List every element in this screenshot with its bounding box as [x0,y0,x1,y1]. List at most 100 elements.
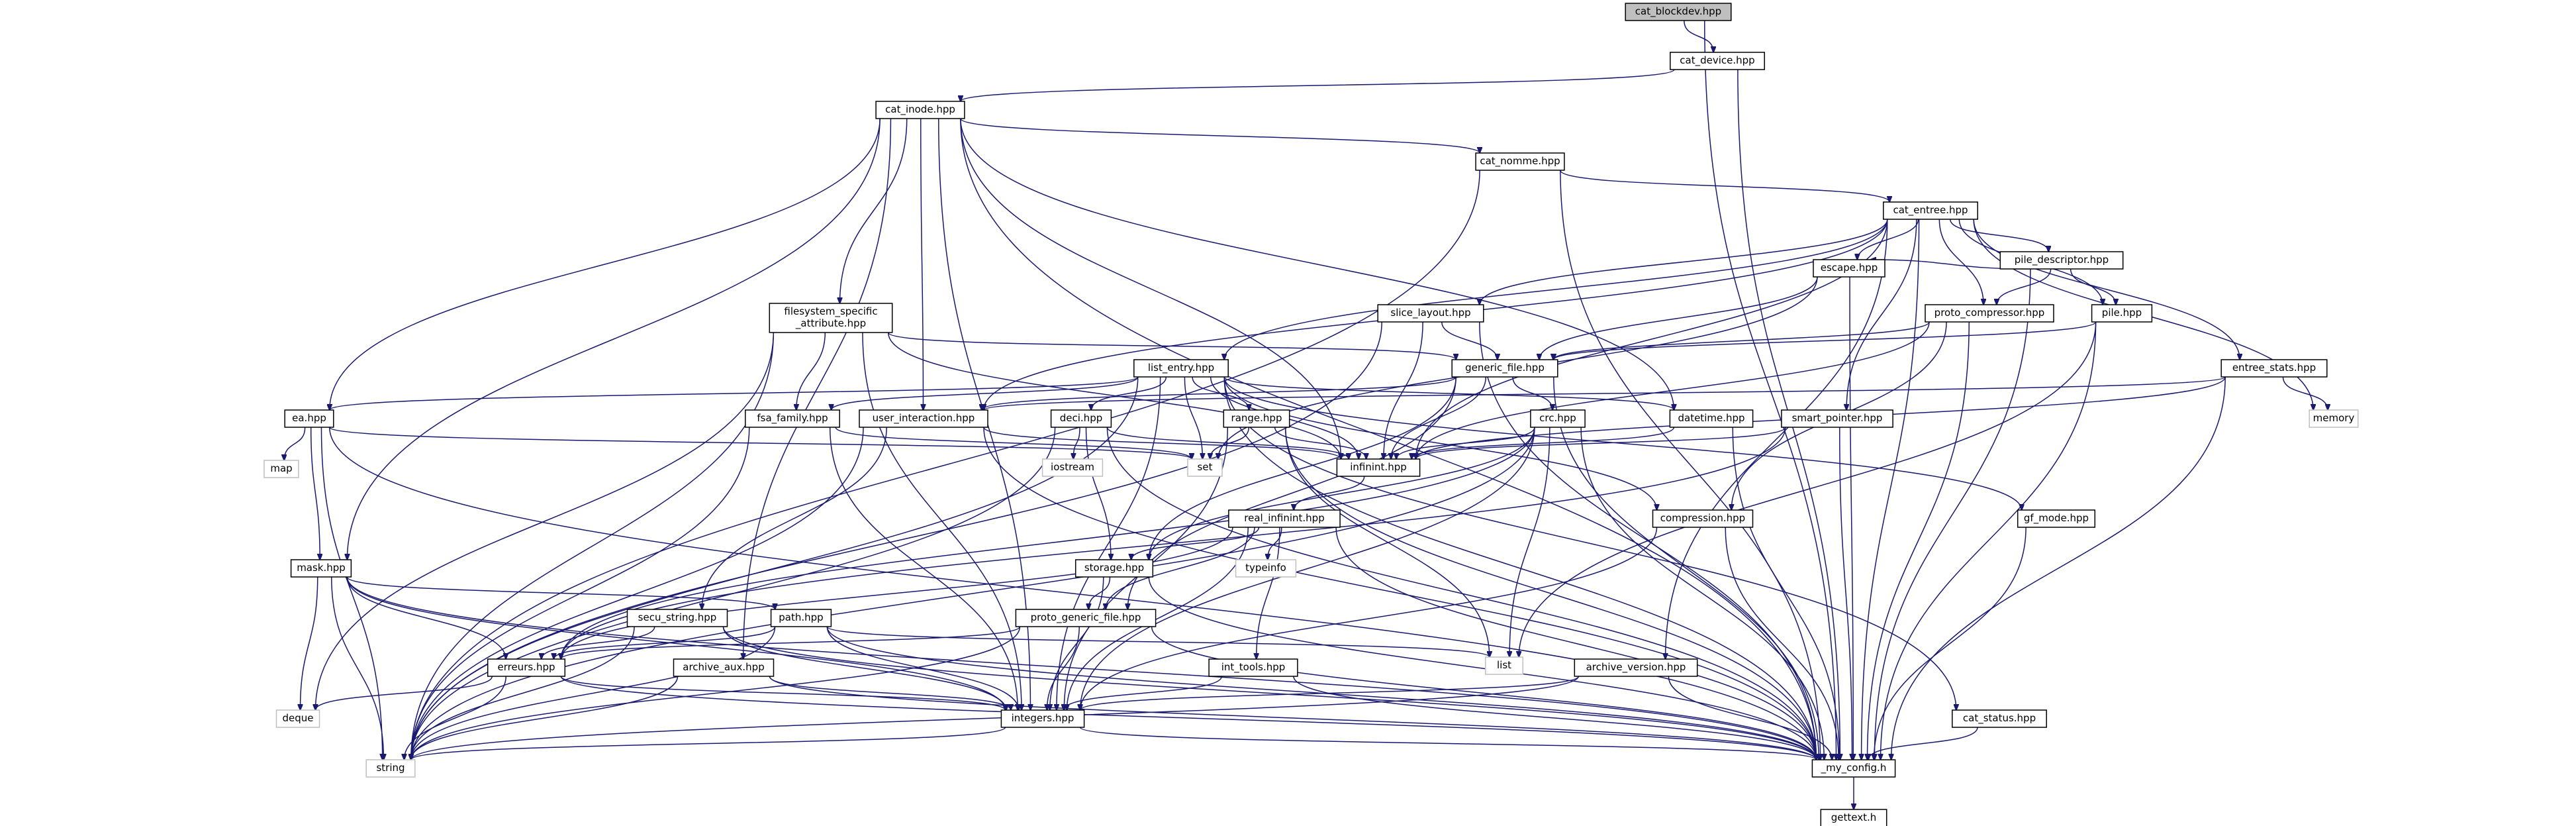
edge-crc-to-my-config [1580,427,1824,760]
graph-node-integers[interactable]: integers.hpp [1000,709,1085,728]
graph-node-mask[interactable]: mask.hpp [290,559,352,578]
node-box [1133,359,1229,378]
edge-cat-inode-to-fsa [840,118,908,303]
graph-node-user-interaction[interactable]: user_interaction.hpp [859,409,988,428]
graph-node-cat-inode[interactable]: cat_inode.hpp [875,101,965,119]
edge-cat-inode-to-mask [347,118,881,560]
edge-cat-inode-to-ea [330,118,881,410]
edge-proto-compressor-to-my-config [1868,321,1970,760]
edge-cat-entree-to-archive-version [1666,219,1888,659]
node-label: erreurs.hpp [497,661,555,673]
edge-cat-nomme-to-string [411,170,1480,760]
edge-fsa-to-string [411,332,775,760]
graph-node-infinint[interactable]: infinint.hpp [1336,458,1421,477]
edge-entree-stats-to-my-config [1891,376,2226,760]
graph-node-crc[interactable]: crc.hpp [1530,409,1586,428]
node-box [1952,709,2047,728]
edge-int-tools-to-my-config [1293,676,1816,760]
graph-node-cat-status[interactable]: cat_status.hpp [1952,709,2047,728]
graph-node-pile[interactable]: pile.hpp [2091,304,2153,323]
edge-crc-to-list [1509,427,1550,657]
edge-mask-to-erreurs [346,576,506,659]
node-label: archive_aux.hpp [683,661,764,674]
graph-node-proto-generic-file[interactable]: proto_generic_file.hpp [1015,609,1157,627]
graph-node-archive-aux[interactable]: archive_aux.hpp [673,658,775,677]
graph-node-my-config[interactable]: _my_config.h [1811,759,1896,778]
graph-node-pile-descriptor[interactable]: pile_descriptor.hpp [1999,251,2124,270]
graph-node-path[interactable]: path.hpp [770,609,832,627]
node-box [770,609,832,627]
edge-integers-to-string [411,727,1006,760]
node-label: real_infinint.hpp [1244,512,1324,525]
node-label: string [376,762,405,774]
graph-node-secu-string[interactable]: secu_string.hpp [626,609,728,627]
graph-node-cat-device[interactable]: cat_device.hpp [1670,52,1765,70]
node-box [1530,409,1586,428]
graph-node-int-tools[interactable]: int_tools.hpp [1208,658,1298,677]
edge-ea-to-map [284,427,306,460]
graph-node-fsa-family[interactable]: fsa_family.hpp [745,409,840,428]
graph-node-map: map [263,460,299,478]
graph-node-typeinfo: typeinfo [1235,559,1297,578]
node-label: proto_generic_file.hpp [1031,611,1141,624]
graph-node-archive-version[interactable]: archive_version.hpp [1574,658,1698,677]
edge-range-to-infinint [1274,427,1366,459]
node-box [1050,409,1112,428]
graph-node-generic-file[interactable]: generic_file.hpp [1451,359,1558,378]
edge-mask-to-integers [346,576,1005,710]
edges-layer [284,20,2328,809]
edge-fsa-to-deque [316,332,775,710]
node-box [1074,559,1154,578]
node-label: crc.hpp [1539,412,1576,424]
edge-range-to-my-config [1284,427,1817,760]
edge-generic-file-to-crc [1512,376,1552,410]
node-label: pile.hpp [2102,307,2142,319]
graph-node-deci[interactable]: deci.hpp [1050,409,1112,428]
edge-fsa-family-to-integers [829,427,1018,710]
edge-pile-to-generic-file [1554,321,2097,360]
node-box [1336,458,1421,477]
node-label: integers.hpp [1012,712,1074,724]
node-label: smart_pointer.hpp [1792,412,1883,425]
graph-node-gf-mode[interactable]: gf_mode.hpp [2017,509,2096,528]
graph-node-cat-blockdev[interactable]: cat_blockdev.hpp [1625,3,1732,21]
graph-node-entree-stats[interactable]: entree_stats.hpp [2220,359,2328,378]
node-label: storage.hpp [1084,562,1144,574]
edge-mask-to-my-config [346,576,1816,760]
node-box [2309,409,2359,428]
edge-cat-entree-to-escape [1857,219,1919,260]
graph-node-cat-nomme[interactable]: cat_nomme.hpp [1475,152,1565,171]
node-label: cat_status.hpp [1963,712,2036,725]
node-label: cat_device.hpp [1680,54,1754,67]
node-label: ea.hpp [292,412,326,424]
edge-slice-layout-to-string [411,321,1382,760]
edge-erreurs-to-my-config [560,676,1816,760]
graph-node-proto-compressor[interactable]: proto_compressor.hpp [1925,304,2054,323]
graph-node-slice-layout[interactable]: slice_layout.hpp [1377,304,1484,323]
node-label: cat_blockdev.hpp [1635,5,1721,18]
graph-node-compression[interactable]: compression.hpp [1652,509,1754,528]
graph-node-cat-entree[interactable]: cat_entree.hpp [1883,201,1978,220]
node-box [284,409,334,428]
edge-cat-entree-to-proto-compressor [1938,219,1983,305]
edge-compression-to-my-config [1725,527,1838,760]
graph-node-erreurs[interactable]: erreurs.hpp [487,658,566,677]
node-box [1223,409,1290,428]
graph-node-fsa[interactable]: filesystem_specific_attribute.hpp [769,303,893,333]
graph-node-range[interactable]: range.hpp [1223,409,1290,428]
node-box [365,759,416,778]
edge-pile-to-list [1519,321,2097,657]
edge-erreurs-to-string [405,676,506,760]
graph-node-ea[interactable]: ea.hpp [284,409,334,428]
node-label: memory [2313,412,2355,424]
graph-node-gettext[interactable]: gettext.h [1820,809,1887,826]
graph-node-datetime[interactable]: datetime.hpp [1669,409,1754,428]
node-box [1000,709,1085,728]
graph-node-storage[interactable]: storage.hpp [1074,559,1154,578]
graph-node-smart-pointer[interactable]: smart_pointer.hpp [1781,409,1893,428]
graph-node-real-infinint[interactable]: real_infinint.hpp [1228,509,1341,528]
graph-node-list-entry[interactable]: list_entry.hpp [1133,359,1229,378]
graph-node-escape[interactable]: escape.hpp [1813,259,1885,278]
nodes-layer: cat_blockdev.hpp cat_device.hpp cat_inode.… [263,3,2359,826]
node-box [745,409,840,428]
